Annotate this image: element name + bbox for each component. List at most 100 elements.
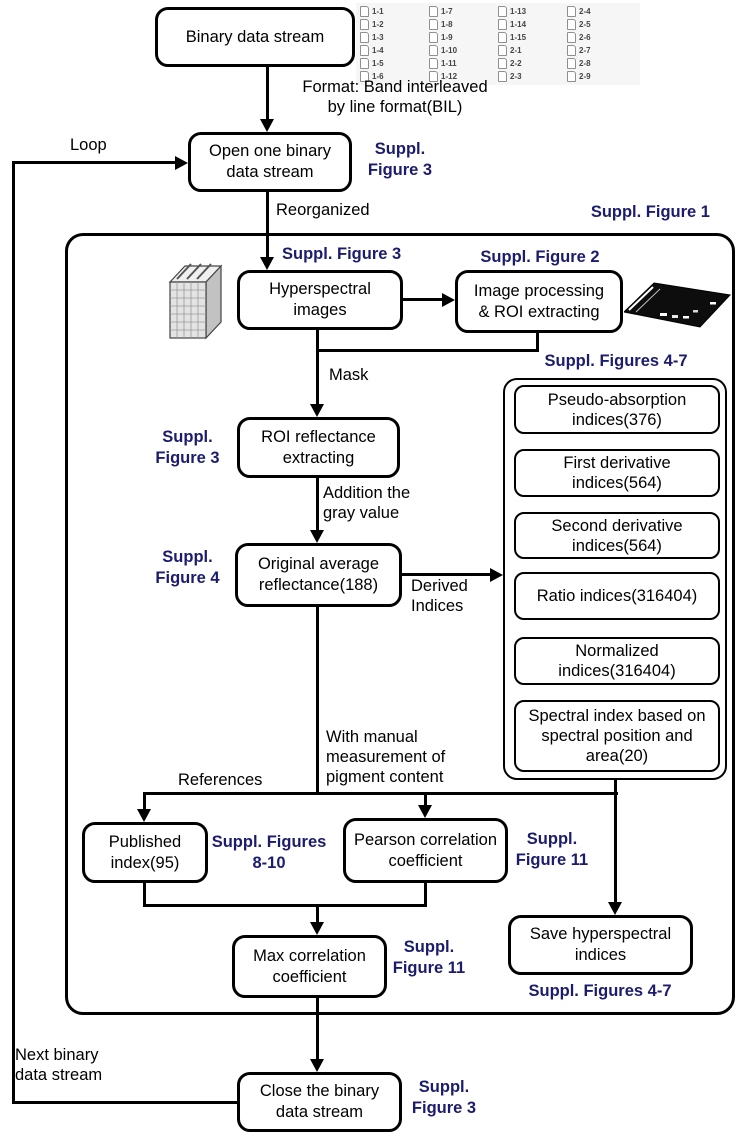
file-icon [498,45,507,56]
file-icon [360,19,369,30]
file-icon [360,71,369,82]
file-label: 1-9 [441,33,453,42]
file-icon [567,71,576,82]
file-item: 2-4 [567,5,636,18]
label-format-bil: Format: Band interleaved by line format(… [302,78,488,116]
file-label: 1-2 [372,20,384,29]
file-label: 1-11 [441,59,457,68]
file-item: 2-1 [498,44,567,57]
file-label: 1-3 [372,33,384,42]
file-item: 1-4 [360,44,429,57]
file-icon [429,32,438,43]
file-label: 1-15 [510,33,527,42]
arrowhead-down-icon [260,119,274,132]
arrowhead-down-icon [260,257,274,270]
edge-max-to-close [316,998,319,1059]
index-box-first-derivative: First derivative indices(564) [514,449,720,497]
node-close-binary-stream: Close the binary data stream [237,1072,402,1132]
file-item: 1-1 [360,5,429,18]
index-box-second-derivative: Second derivative indices(564) [514,512,720,559]
suppl-label-close: Suppl. Figure 3 [411,1078,477,1117]
file-icon [567,32,576,43]
edge-merge-horizontal [316,349,539,352]
file-item: 2-2 [498,57,567,70]
file-icon [429,6,438,17]
edge-hyperspectral-to-processing [403,298,442,301]
file-icon [429,71,438,82]
derived-indices-container: Pseudo-absorption indices(376) First der… [503,378,727,780]
edge-loop-top [12,161,176,164]
file-icon [567,19,576,30]
edge-merge-to-max [143,904,427,907]
index-box-spectral-position-area: Spectral index based on spectral positio… [514,700,720,772]
file-icon [498,6,507,17]
file-icon [498,19,507,30]
file-item: 1-3 [360,31,429,44]
file-label: 2-7 [579,46,591,55]
suppl-label-open: Suppl. Figure 3 [367,140,433,179]
file-icon [360,58,369,69]
edge-to-published [143,792,146,809]
file-icon [567,58,576,69]
file-label: 1-4 [372,46,384,55]
suppl-label-indices-group: Suppl. Figures 4-7 [544,352,688,370]
file-icon [360,32,369,43]
file-item: 1-7 [429,5,498,18]
file-label: 1-14 [510,20,527,29]
file-label: 2-2 [510,59,522,68]
file-label: 1-5 [372,59,384,68]
file-icon [360,45,369,56]
suppl-label-max: Suppl. Figure 11 [392,938,466,977]
file-label: 1-1 [372,7,384,16]
suppl-label-save: Suppl. Figures 4-7 [528,982,672,1000]
edge-loop-bottom [12,1101,238,1104]
label-next-binary-stream: Next binary data stream [15,1046,103,1084]
edge-loop-left [12,162,15,1103]
file-item: 2-7 [567,44,636,57]
edge-indices-to-save [614,780,617,902]
suppl-label-published: Suppl. Figures 8-10 [211,833,327,872]
roi-dark-image-icon [624,282,732,328]
edge-original-down [316,607,319,794]
suppl-figure-1-container [65,233,735,1015]
arrowhead-right-icon [490,568,503,582]
edge-open-to-hyperspectral [266,192,269,257]
node-published-index: Published index(95) [82,822,208,883]
arrowhead-down-icon [137,809,151,822]
node-image-processing: Image processing & ROI extracting [455,270,623,333]
file-item: 2-9 [567,70,636,83]
file-label: 1-10 [441,46,458,55]
file-item: 2-6 [567,31,636,44]
file-label: 1-13 [510,7,527,16]
edge-to-pearson [424,792,427,805]
node-max-correlation: Max correlation coefficient [232,935,387,998]
file-label: 2-6 [579,33,591,42]
edge-binary-to-open [266,67,269,120]
suppl-label-hyperspectral: Suppl. Figure 3 [282,245,402,263]
file-item: 2-5 [567,18,636,31]
node-save-hyperspectral-indices: Save hyperspectral indices [508,915,693,975]
node-pearson-correlation: Pearson correlation coefficient [343,818,508,883]
edge-pearson-down [424,883,427,906]
label-loop: Loop [70,136,107,154]
label-derived-indices: Derived Indices [411,577,468,615]
edge-hyperspectral-down [316,330,319,351]
suppl-figure-1-label: Suppl. Figure 1 [590,203,710,221]
file-item: 2-3 [498,70,567,83]
file-item: 1-2 [360,18,429,31]
file-item: 1-8 [429,18,498,31]
edge-derived-indices [402,573,490,576]
arrowhead-down-icon [418,805,432,818]
edge-to-max [316,904,319,922]
file-label: 1-7 [441,7,453,16]
file-label: 2-5 [579,20,591,29]
file-icon [429,19,438,30]
file-icon [498,32,507,43]
hyperspectral-cube-icon [168,263,223,340]
file-label: 1-12 [441,72,458,81]
file-item: 1-5 [360,57,429,70]
edge-processing-down [536,333,539,351]
file-item: 1-11 [429,57,498,70]
file-label: 2-1 [510,46,522,55]
